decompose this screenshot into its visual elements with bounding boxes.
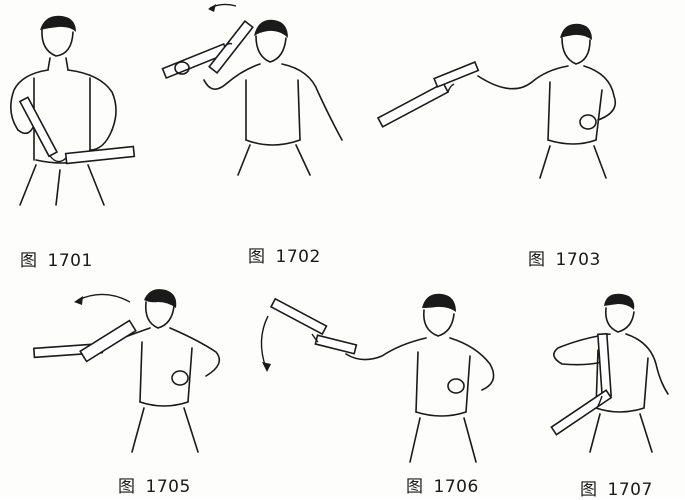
figure-1707-illustration	[550, 293, 669, 453]
figure-1706-illustration	[260, 293, 495, 463]
caption-number: 1707	[607, 480, 653, 500]
caption-label: 图	[118, 477, 136, 497]
caption-number: 1705	[145, 477, 191, 497]
figure-1705-illustration	[32, 289, 221, 453]
caption-label: 图	[406, 477, 424, 497]
caption-number: 1701	[47, 251, 93, 271]
figure-1705: 图 1705	[20, 282, 250, 497]
caption-label: 图	[248, 247, 266, 267]
caption-1702: 图 1702	[248, 242, 321, 267]
caption-1705: 图 1705	[118, 472, 191, 497]
caption-label: 图	[580, 480, 598, 500]
figure-1707: 图 1707	[540, 282, 685, 500]
caption-number: 1702	[275, 247, 321, 267]
caption-number: 1706	[433, 477, 479, 497]
caption-1701: 图 1701	[20, 246, 93, 271]
figure-1701-illustration	[10, 15, 136, 206]
caption-1703: 图 1703	[528, 245, 601, 270]
figure-1706: 图 1706	[250, 282, 530, 497]
figure-1703-illustration	[376, 23, 617, 179]
caption-number: 1703	[555, 250, 601, 270]
figure-1702: 图 1702	[150, 0, 360, 267]
figure-1701: 图 1701	[0, 0, 160, 271]
figure-1702-illustration	[161, 3, 343, 176]
figure-1703: 图 1703	[370, 0, 670, 270]
caption-label: 图	[528, 250, 546, 270]
caption-1707: 图 1707	[580, 475, 653, 500]
caption-label: 图	[20, 251, 38, 271]
caption-1706: 图 1706	[406, 472, 479, 497]
